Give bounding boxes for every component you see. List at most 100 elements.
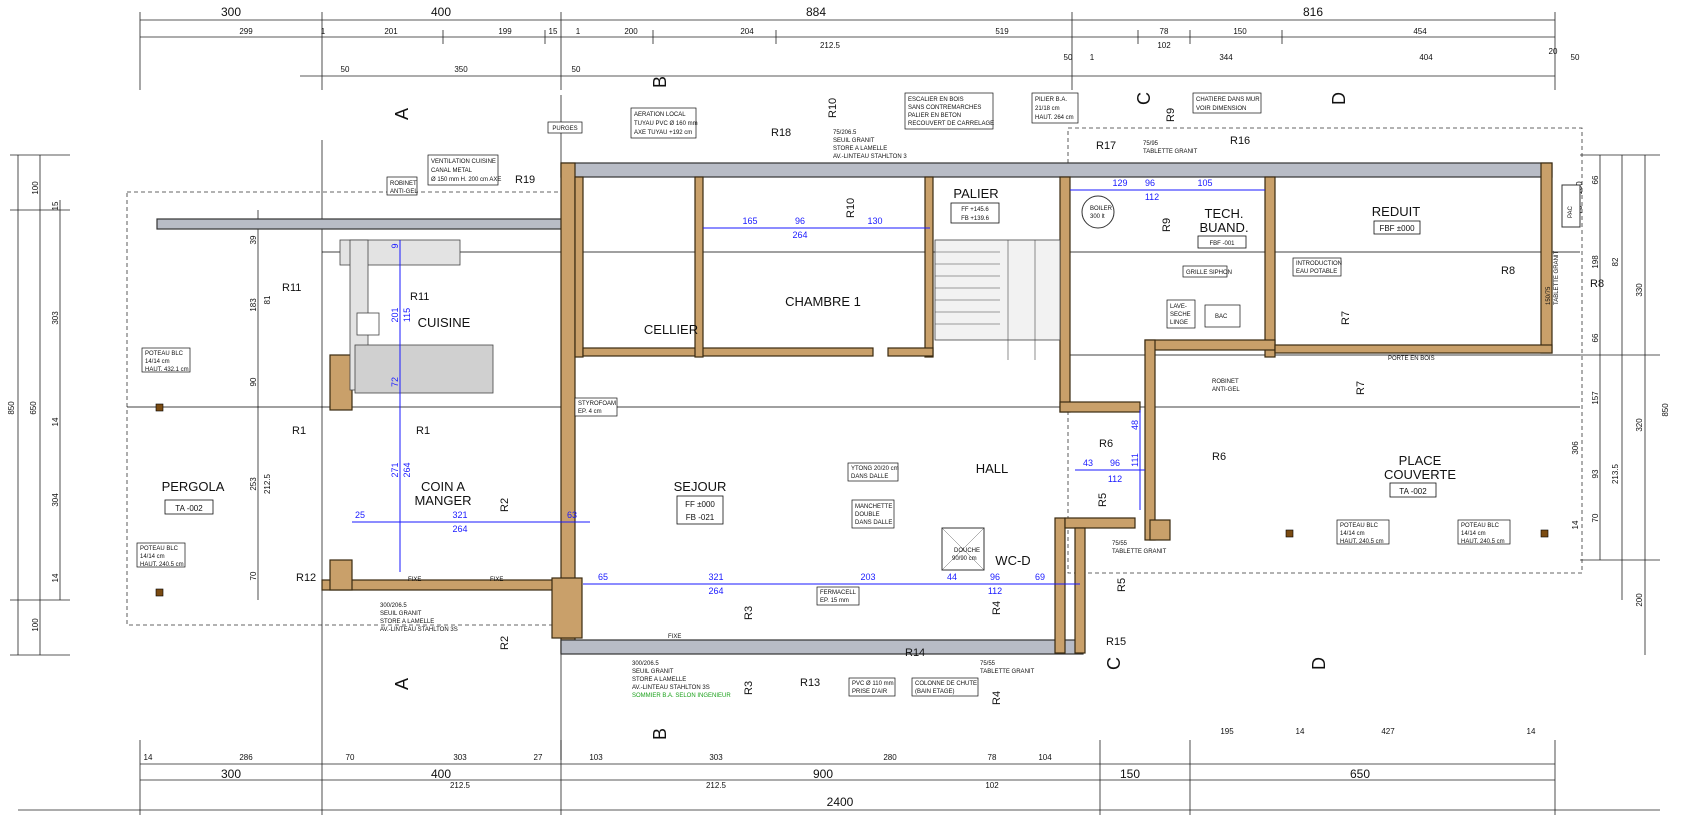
dim-454: 454 (1413, 27, 1427, 36)
bd-203: 203 (860, 572, 875, 582)
dim-r-66b: 66 (1591, 333, 1600, 342)
note-aeration-2: TUYAU PVC Ø 160 mm (634, 121, 698, 127)
section-markers: A A B B C C D D (392, 76, 1349, 740)
dim-top-884: 884 (806, 5, 826, 19)
sejour-fb: FB -021 (686, 513, 715, 522)
bd-115: 115 (402, 308, 412, 322)
dim-b-427: 427 (1381, 727, 1395, 736)
note-escalier-4: RECOUVERT DE CARRELAGE (908, 121, 994, 127)
palier-ff: FF +145.6 (961, 207, 989, 213)
pergola-outline (126, 191, 562, 626)
dim-l-212-5: 212.5 (263, 473, 272, 494)
mark-r3a: R3 (743, 606, 755, 620)
dim-top-400: 400 (431, 5, 451, 19)
note-sommier: SOMMIER B.A. SELON INGENIEUR (632, 693, 731, 699)
dim-50a: 50 (341, 65, 350, 74)
room-labels: PERGOLA TA -002 CUISINE COIN A MANGER CE… (162, 186, 1457, 568)
dim-l-39: 39 (249, 235, 258, 244)
dim-b-104: 104 (1038, 753, 1052, 762)
dim-l-70: 70 (249, 571, 258, 580)
pergola-level: TA -002 (175, 504, 203, 513)
mark-r7a: R7 (1340, 311, 1352, 325)
note-robinet-r-2: ANTI-GEL (1212, 387, 1240, 393)
bd-130: 130 (867, 216, 882, 226)
dim-b-300: 300 (221, 767, 241, 781)
dim-150: 150 (1233, 27, 1247, 36)
note-poteau-bl-2: 14/14 cm (140, 554, 165, 560)
dim-r-850: 850 (1661, 403, 1670, 417)
note-intro-1: INTRODUCTION (1296, 261, 1342, 267)
note-pac: PAC (1568, 205, 1574, 218)
note-poteau-r1-3: HAUT. 240.5 cm (1340, 539, 1384, 545)
dim-b-195: 195 (1220, 727, 1234, 736)
room-place-couverte-1: PLACE (1399, 453, 1442, 468)
dim-l-14a: 14 (51, 417, 60, 426)
dim-r-82: 82 (1611, 257, 1620, 266)
dim-212-5: 212.5 (820, 41, 841, 50)
note-escalier-2: SANS CONTREMARCHES (908, 105, 981, 111)
note-manchette-3: DANS DALLE (855, 520, 892, 526)
dim-l-183: 183 (249, 298, 258, 312)
note-tablette-r-2: TABLETTE GRANIT (1112, 549, 1167, 555)
bd-321: 321 (452, 510, 467, 520)
dim-r-157: 157 (1591, 391, 1600, 405)
dim-b-14b: 14 (1296, 727, 1305, 736)
pac-unit-icon (1561, 184, 1581, 228)
note-boiler-1: BOILER (1090, 206, 1113, 212)
dim-350: 350 (454, 65, 468, 74)
note-seuil-l-4: AV.-LINTEAU STAHLTON 3S (380, 627, 458, 633)
section-c-top: C (1134, 92, 1154, 105)
sejour-ff: FF ±000 (685, 500, 715, 509)
note-tablette-wc-2: TABLETTE GRANIT (980, 669, 1035, 675)
note-boxes: PURGES AERATION LOCAL TUYAU PVC Ø 160 mm… (136, 92, 1574, 699)
note-seuil-b-4: AV.-LINTEAU STAHLTON 3S (632, 685, 710, 691)
dim-top-816: 816 (1303, 5, 1323, 19)
dim-50d: 50 (1571, 53, 1580, 62)
note-poteau-l-3: HAUT. 432.1 cm (145, 367, 189, 373)
blue-dimensions: 165 96 264 130 129 96 112 105 201 115 72… (352, 178, 1265, 596)
bd-43: 43 (1083, 458, 1093, 468)
bd-96d: 96 (1110, 458, 1120, 468)
bd-44: 44 (947, 572, 957, 582)
mark-r2a: R2 (499, 498, 511, 512)
left-dimensions: 100 15 850 650 303 14 304 14 100 39 183 … (7, 154, 272, 656)
section-b-top: B (650, 76, 670, 88)
dim-b-103: 103 (589, 753, 603, 762)
dim-l-81: 81 (263, 295, 272, 304)
dim-r-320: 320 (1635, 418, 1644, 432)
note-douche-1: DOUCHE (954, 548, 980, 554)
dim-r-200: 200 (1635, 593, 1644, 607)
section-c-bottom: C (1104, 657, 1124, 670)
bd-264: 264 (792, 230, 807, 240)
bd-96b: 96 (1145, 178, 1155, 188)
dim-15: 15 (549, 27, 558, 36)
dim-l-304: 304 (51, 493, 60, 507)
dim-l-90: 90 (249, 377, 258, 386)
mark-r8a: R8 (1501, 265, 1515, 277)
mark-r4b: R4 (991, 691, 1003, 705)
bd-65: 65 (598, 572, 608, 582)
note-styrofoam-1: STYROFOAM (578, 401, 616, 407)
note-poteau-bl-3: HAUT. 240.5 cm (140, 562, 184, 568)
dim-519: 519 (995, 27, 1009, 36)
dim-50b: 50 (572, 65, 581, 74)
note-robinet-1: ROBINET (390, 181, 417, 187)
note-fixe-2: FIXE (408, 577, 421, 583)
dim-b-900: 900 (813, 767, 833, 781)
note-pilier-2: 21/18 cm (1035, 106, 1060, 112)
room-wc-d: WC-D (995, 553, 1030, 568)
bd-63: 63 (567, 510, 577, 520)
note-tablette-top-2: TABLETTE GRANIT (1143, 149, 1198, 155)
note-boiler-2: 300 lt (1090, 214, 1105, 220)
dim-l-100b: 100 (31, 618, 40, 632)
dim-204: 204 (740, 27, 754, 36)
note-tablette-r-1: 75/55 (1112, 541, 1128, 547)
dim-l-850: 850 (7, 401, 16, 415)
note-seuil-top-3: STORE A LAMELLE (833, 146, 887, 152)
mark-r11a: R11 (282, 282, 301, 294)
bottom-dimensions: 14 286 70 303 27 103 303 280 78 104 195 … (18, 727, 1660, 815)
dim-b-280: 280 (883, 753, 897, 762)
dim-b-27: 27 (534, 753, 543, 762)
note-ventilation-1: VENTILATION CUISINE (431, 159, 496, 165)
dim-l-15: 15 (51, 201, 60, 210)
